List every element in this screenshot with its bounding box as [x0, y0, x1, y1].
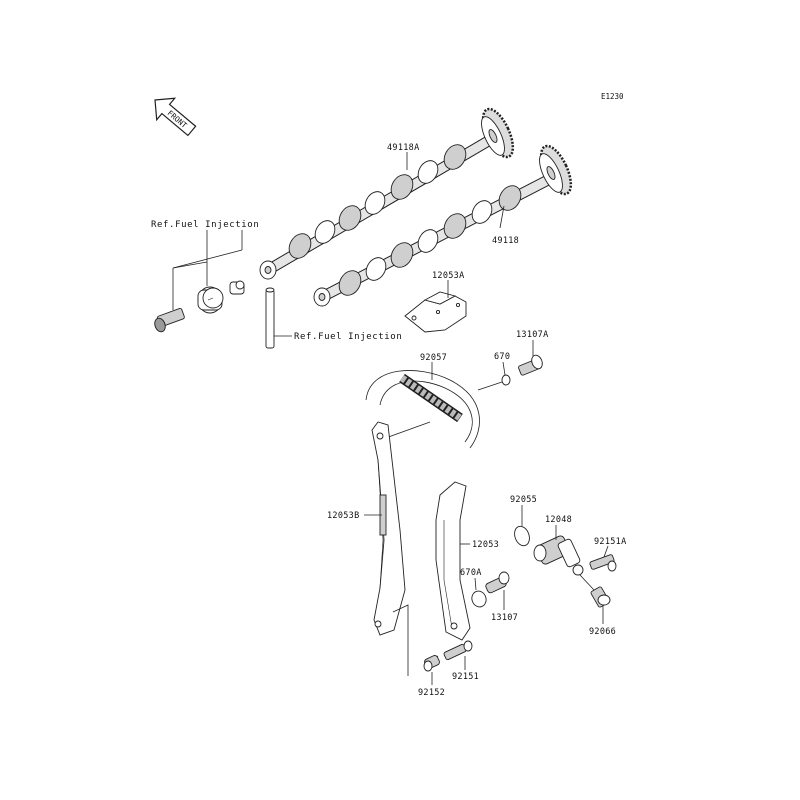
guide-12053A [404, 291, 467, 333]
label-92151A: 92151A [594, 537, 627, 547]
bolt-92066 [590, 586, 611, 608]
camshaft-49118 [313, 144, 573, 307]
label-49118A: 49118A [387, 143, 420, 153]
tensioner-12048 [533, 535, 584, 576]
guide-12053B [371, 421, 406, 636]
label-670A: 670A [460, 568, 482, 578]
bolt-92151 [443, 640, 473, 661]
fuel-injection-bolt [154, 308, 185, 333]
ref-fuel-injection-top: Ref.Fuel Injection [151, 220, 259, 230]
bolt-92151A [589, 554, 617, 572]
label-92066: 92066 [589, 627, 616, 637]
label-12048: 12048 [545, 515, 572, 525]
ref-fuel-injection-mid: Ref.Fuel Injection [294, 332, 402, 342]
front-arrow-icon: FRONT [154, 97, 197, 137]
fuel-injection-pin [265, 287, 275, 349]
guide-12053 [435, 481, 471, 641]
fuel-injection-collar [197, 286, 224, 314]
label-670: 670 [494, 352, 510, 362]
collar-92152 [423, 655, 440, 672]
camshaft-49118A [259, 107, 515, 280]
plug-13107 [485, 571, 510, 594]
bolt-13107A [518, 354, 543, 376]
label-13107: 13107 [491, 613, 518, 623]
oring-670 [501, 374, 511, 386]
diagram-code: E1230 [601, 92, 624, 101]
label-92055: 92055 [510, 495, 537, 505]
label-49118: 49118 [492, 236, 519, 246]
timing-chain-92057 [365, 370, 480, 449]
label-13107A: 13107A [516, 330, 549, 340]
label-12053B: 12053B [327, 511, 360, 521]
oring-92055 [514, 525, 530, 547]
fuel-injection-plug [229, 280, 245, 295]
oring-670A [471, 590, 487, 608]
label-12053A: 12053A [432, 271, 465, 281]
label-92151: 92151 [452, 672, 479, 682]
label-92152: 92152 [418, 688, 445, 698]
label-12053: 12053 [472, 540, 499, 550]
label-92057: 92057 [420, 353, 447, 363]
